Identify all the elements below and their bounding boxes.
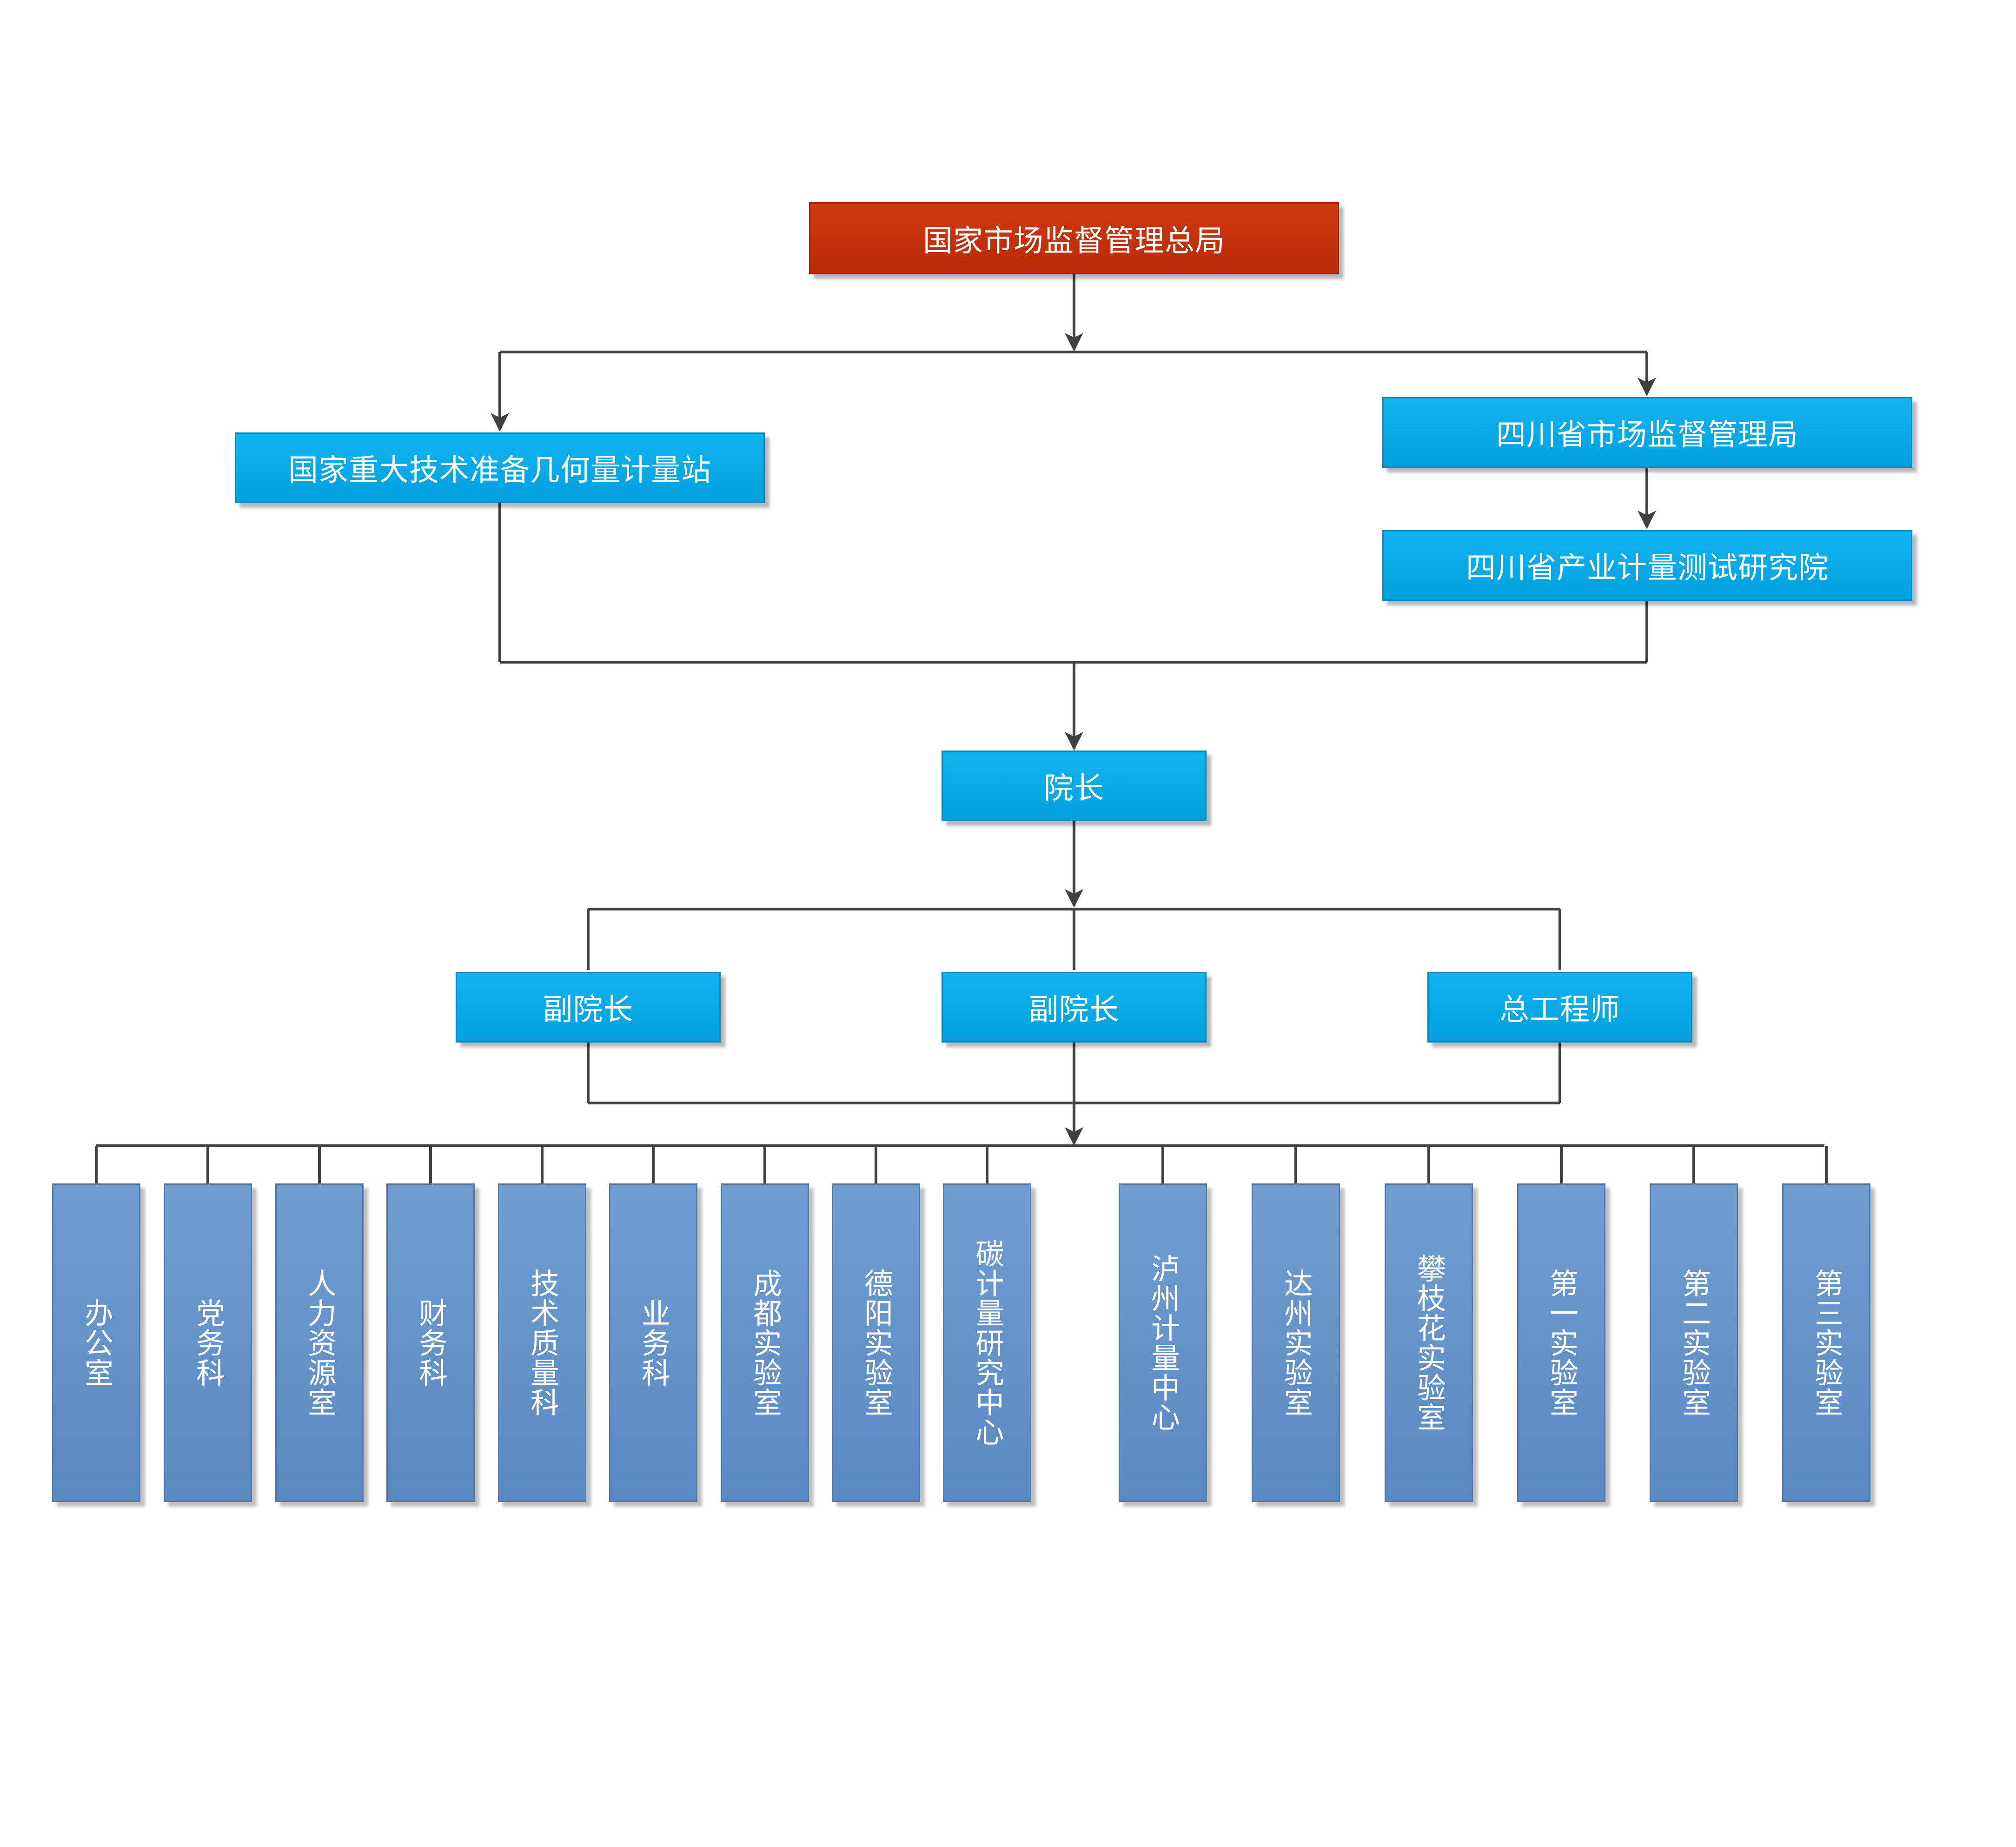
- left-branch-label: 国家重大技术准备几何量计量站: [288, 453, 711, 488]
- right-branch-node: 四川省市场监督管理局: [1382, 397, 1912, 468]
- department-label: 人力资源室: [303, 1268, 337, 1417]
- department-box: 达州实验室: [1252, 1183, 1340, 1502]
- vice-president-label-2: 副院长: [1028, 993, 1120, 1027]
- department-box: 业务科: [609, 1183, 697, 1502]
- top-node-label: 国家市场监督管理总局: [923, 224, 1225, 259]
- vice-president-node-1: 副院长: [456, 972, 721, 1043]
- chief-engineer-label: 总工程师: [1499, 993, 1620, 1027]
- department-box: 技术质量科: [498, 1183, 586, 1502]
- department-label: 第一实验室: [1545, 1268, 1578, 1417]
- vice-president-node-2: 副院长: [942, 972, 1207, 1043]
- department-box: 成都实验室: [721, 1183, 809, 1502]
- institute-node: 四川省产业计量测试研究院: [1382, 530, 1912, 601]
- department-label: 泸州计量中心: [1146, 1253, 1180, 1432]
- president-node: 院长: [942, 751, 1207, 821]
- department-label: 攀枝花实验室: [1412, 1253, 1446, 1432]
- department-box: 泸州计量中心: [1119, 1183, 1207, 1502]
- president-label: 院长: [1044, 771, 1104, 806]
- department-box: 党务科: [164, 1183, 252, 1502]
- top-node-samr: 国家市场监督管理总局: [809, 202, 1339, 274]
- department-box: 第一实验室: [1517, 1183, 1605, 1502]
- department-label: 财务科: [414, 1298, 448, 1388]
- chief-engineer-node: 总工程师: [1427, 972, 1692, 1043]
- department-box: 攀枝花实验室: [1385, 1183, 1473, 1502]
- department-box: 第三实验室: [1782, 1183, 1870, 1502]
- department-box: 人力资源室: [275, 1183, 364, 1502]
- department-label: 党务科: [191, 1298, 225, 1388]
- department-label: 碳计量研究中心: [970, 1238, 1004, 1447]
- department-box: 德阳实验室: [832, 1183, 920, 1502]
- department-box: 第二实验室: [1650, 1183, 1738, 1502]
- department-label: 第二实验室: [1677, 1268, 1711, 1417]
- department-label: 达州实验室: [1279, 1268, 1313, 1417]
- vice-president-label-1: 副院长: [543, 993, 634, 1027]
- institute-label: 四川省产业计量测试研究院: [1466, 551, 1829, 585]
- department-box: 财务科: [386, 1183, 475, 1502]
- department-box: 办公室: [52, 1183, 140, 1502]
- department-label: 成都实验室: [748, 1268, 782, 1417]
- department-label: 业务科: [637, 1298, 670, 1388]
- left-branch-node: 国家重大技术准备几何量计量站: [235, 432, 765, 503]
- department-label: 第三实验室: [1810, 1268, 1844, 1417]
- department-label: 办公室: [80, 1298, 113, 1388]
- department-box: 碳计量研究中心: [943, 1183, 1031, 1502]
- department-label: 德阳实验室: [859, 1268, 893, 1417]
- department-label: 技术质量科: [525, 1268, 559, 1417]
- right-branch-label: 四川省市场监督管理局: [1496, 418, 1798, 452]
